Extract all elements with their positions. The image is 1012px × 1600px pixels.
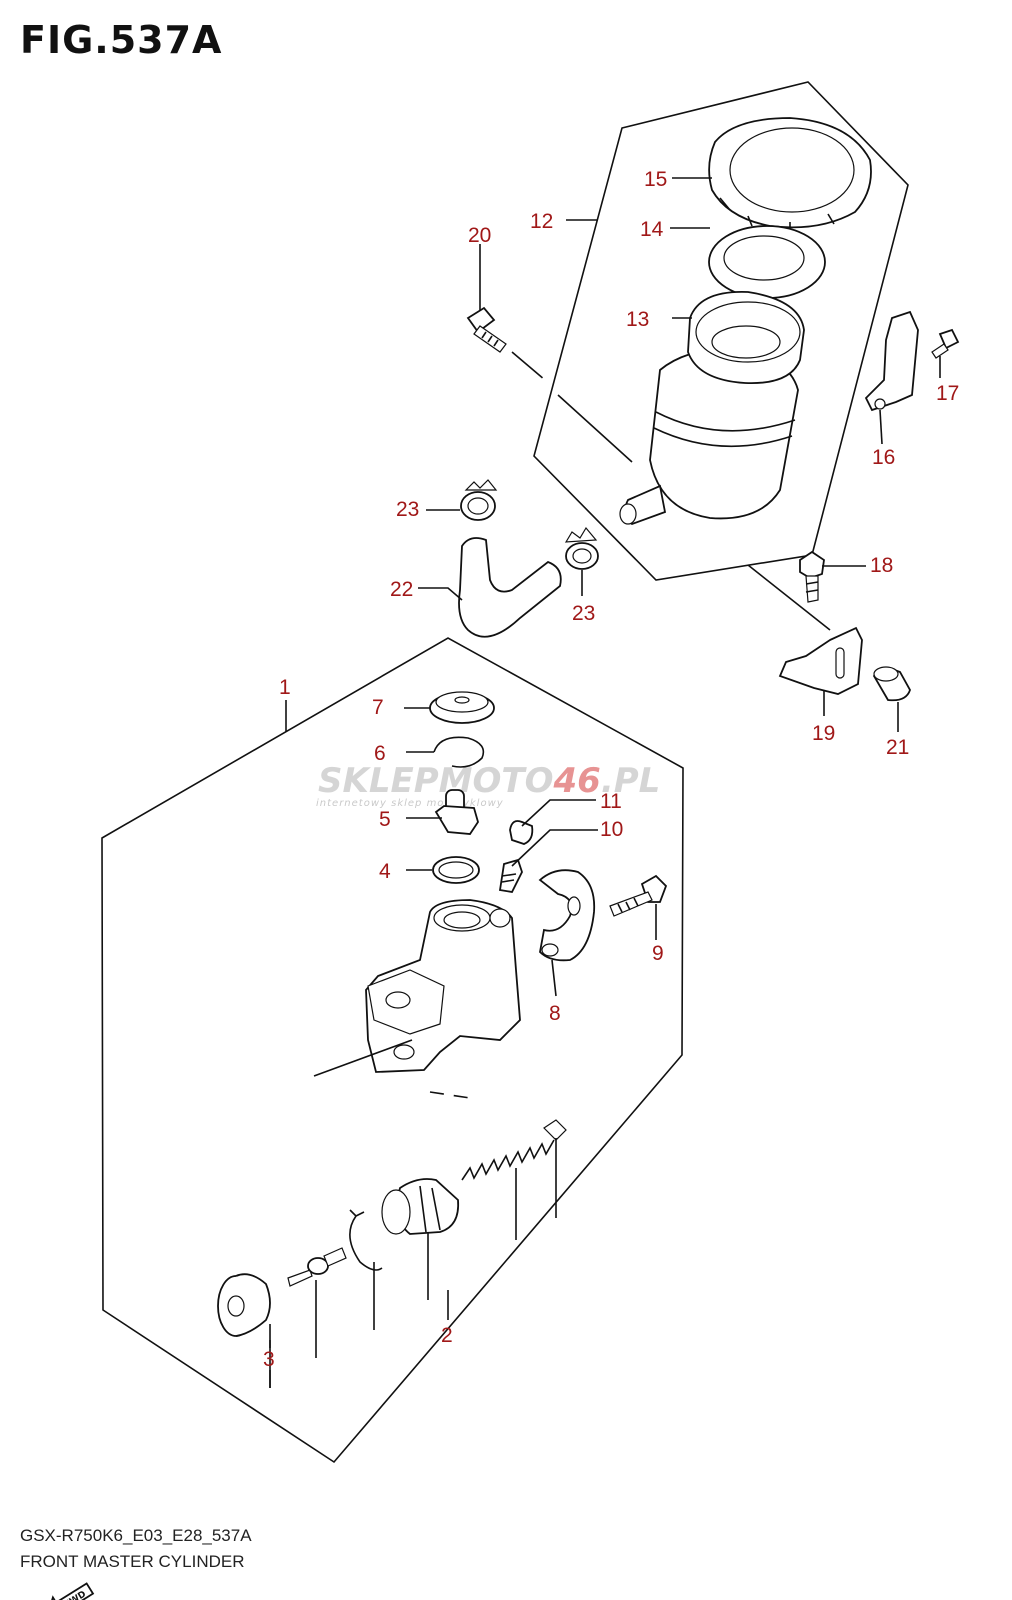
callout-21: 21: [886, 736, 909, 759]
forward-arrow-label: FWD: [63, 1589, 88, 1600]
reservoir-cap: [708, 117, 872, 232]
bleeder-cap: [509, 820, 534, 845]
bracket-19: [778, 626, 863, 695]
svg-text:SKLEPMOTO46.PL: SKLEPMOTO46.PL: [318, 761, 660, 801]
bolt-20: [466, 306, 507, 353]
callout-1: 1: [279, 676, 291, 699]
dash-line: [429, 1091, 471, 1099]
callout-8: 8: [549, 1002, 561, 1025]
hose-clamp-bottom: [564, 526, 599, 570]
piston-kit-outline: [313, 1039, 413, 1077]
watermark-part1: SKLEP: [318, 761, 439, 801]
callout-9: 9: [652, 942, 664, 965]
o-ring-4: [432, 856, 480, 884]
callout-3: 3: [263, 1348, 275, 1371]
callout-23-top: 23: [396, 498, 419, 521]
holder-bolt: [609, 874, 668, 917]
hose-clamp-top: [460, 479, 498, 521]
figure-name: FRONT MASTER CYLINDER: [20, 1552, 245, 1571]
callout-10: 10: [600, 818, 623, 841]
leader-lines: [269, 177, 941, 1388]
callout-23-bottom: 23: [572, 602, 595, 625]
return-spring: [461, 1119, 567, 1181]
watermark-part3: 46: [553, 761, 601, 801]
callout-16: 16: [872, 446, 895, 469]
diaphragm-ring: [708, 225, 826, 299]
circlip-6: [433, 736, 485, 768]
callout-7: 7: [372, 696, 384, 719]
screw-17: [931, 328, 960, 359]
callout-20: 20: [468, 224, 491, 247]
watermark-part4: .PL: [601, 761, 661, 801]
master-cylinder-assembly-outline: [101, 637, 684, 1464]
cylinder-cap: [429, 691, 495, 724]
master-cylinder-body: [365, 899, 521, 1073]
handlebar-holder: [538, 869, 596, 962]
kit-bracket-lines: [269, 1138, 557, 1388]
bolt-18: [799, 550, 825, 603]
push-rod: [287, 1247, 347, 1287]
reservoir-tank: [619, 291, 805, 526]
hose-connector: [434, 789, 479, 835]
callout-22: 22: [390, 578, 413, 601]
piston: [381, 1178, 460, 1235]
callout-18: 18: [870, 554, 893, 577]
grommet-21: [872, 666, 911, 702]
watermark: SKLEPMOTO46.PL internetowy sklep motocyk…: [316, 761, 660, 809]
callout-numbers: 1 2 3 4 5 6 7 8 9 10 11 12 13 14 15 16 1…: [263, 168, 959, 1371]
callout-4: 4: [379, 860, 391, 883]
forward-arrow: FWD: [46, 1582, 95, 1600]
callout-19: 19: [812, 722, 835, 745]
model-code: GSX-R750K6_E03_E28_537A: [20, 1526, 252, 1545]
dust-boot: [217, 1273, 271, 1337]
guide-line-20: [557, 394, 633, 463]
callout-5: 5: [379, 808, 391, 831]
leader-20-extension: [511, 351, 546, 381]
callout-2: 2: [441, 1324, 453, 1347]
callout-6: 6: [374, 742, 386, 765]
callout-15: 15: [644, 168, 667, 191]
callout-13: 13: [626, 308, 649, 331]
figure-title: FIG.537A: [20, 18, 223, 62]
callout-17: 17: [936, 382, 959, 405]
reservoir-hose: [458, 537, 562, 638]
watermark-tagline: internetowy sklep motocyklowy: [316, 798, 504, 809]
bleeder-valve: [498, 858, 523, 893]
guide-line-18: [747, 564, 831, 631]
callout-14: 14: [640, 218, 664, 241]
callout-11: 11: [600, 790, 622, 813]
bracket-16: [864, 310, 919, 412]
circlip-kit: [349, 1209, 383, 1271]
callout-12: 12: [530, 210, 553, 233]
